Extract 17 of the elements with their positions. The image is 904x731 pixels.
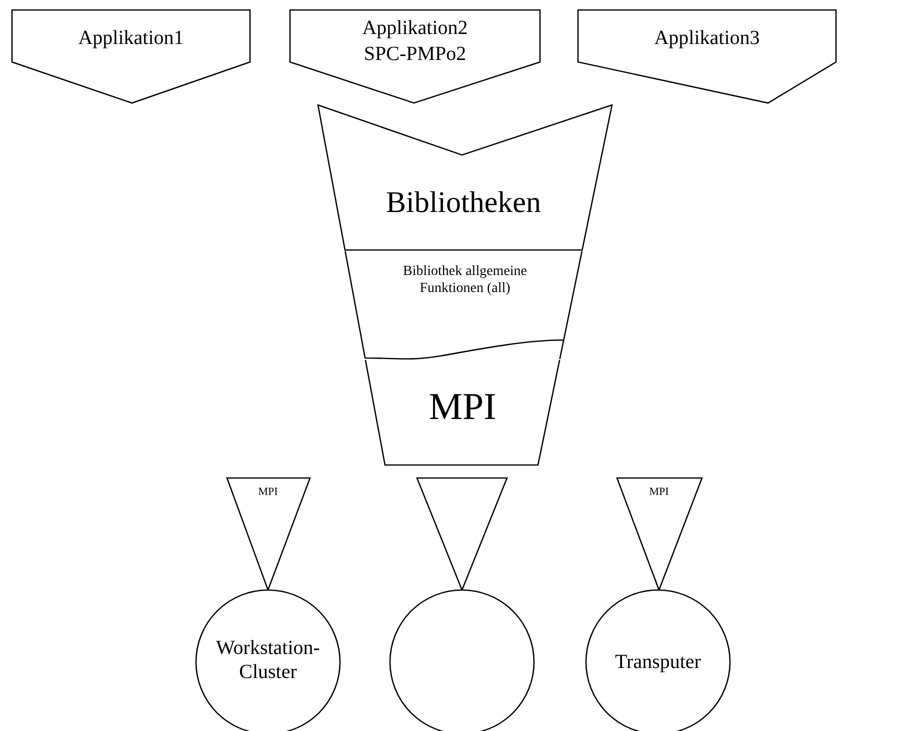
interface-triangle <box>415 476 509 592</box>
interface-triangle <box>225 476 312 592</box>
interface-triangle <box>615 476 704 592</box>
library-layer <box>316 103 614 252</box>
node-label: Applikation1 <box>77 26 185 50</box>
node-label: SPC-PMPo2 <box>362 42 468 66</box>
node-label: MPI <box>648 486 670 500</box>
node-label: Transputer <box>614 650 702 674</box>
node-label: Applikation3 <box>653 26 761 50</box>
node-label: MPI <box>257 486 279 500</box>
node-label: Workstation-Cluster <box>215 636 321 684</box>
application-pentagon <box>10 10 250 105</box>
node-label: Bibliothek allgemeine Funktionen (all) <box>402 264 528 298</box>
node-label: Bibliotheken <box>385 185 542 221</box>
node-label: MPI <box>428 385 498 430</box>
application-pentagon <box>576 10 838 105</box>
node-label: Applikation2 <box>361 16 469 40</box>
